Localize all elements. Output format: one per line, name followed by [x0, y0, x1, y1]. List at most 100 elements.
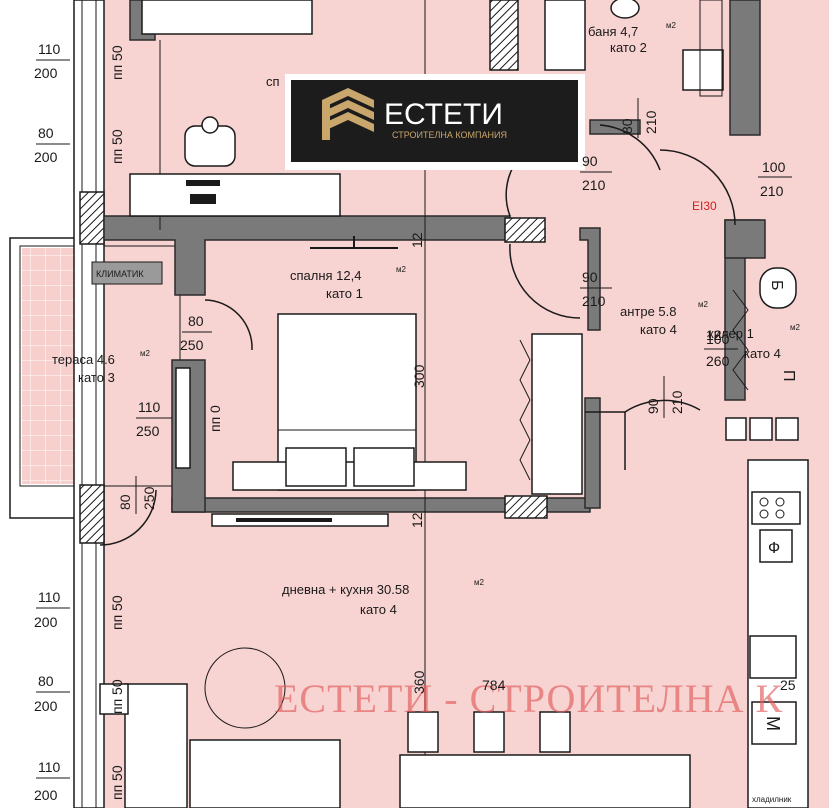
window-2-dims: 80 200 пп 50	[34, 125, 125, 165]
svg-text:110: 110	[138, 399, 161, 415]
bathroom-cabinet	[699, 0, 723, 97]
climatic-label: КЛИМАТИК	[96, 269, 144, 279]
storage-level: като 4	[744, 346, 781, 361]
bathroom-level: като 2	[610, 40, 647, 55]
washer-box	[751, 701, 797, 745]
storage-name: килер 1	[708, 326, 754, 341]
kitchen-length: 784	[482, 677, 506, 693]
storage-zigzag	[732, 289, 749, 391]
kitchen-note: хладилник	[752, 795, 792, 804]
svg-text:200: 200	[34, 698, 58, 714]
bedroom-shelf-inner	[236, 518, 332, 522]
window-5-dims: 80 200 пп 50	[34, 673, 125, 714]
bedroom-depth: 300	[411, 364, 427, 388]
bedroom-level: като 1	[326, 286, 363, 301]
sofa	[124, 683, 188, 808]
wall-12-bottom: 12	[409, 512, 425, 528]
svg-text:пп 50: пп 50	[109, 129, 125, 164]
logo-name: ЕСТЕТИ	[384, 98, 503, 131]
left-wall-column-1	[79, 191, 105, 245]
bed-headboard	[232, 461, 467, 491]
logo-tagline: СТРОИТЕЛНА КОМПАНИЯ	[392, 130, 507, 140]
hall-shelf-3	[775, 417, 799, 441]
svg-text:250: 250	[136, 423, 160, 439]
door-terrace-dims: 80 250	[180, 313, 212, 353]
window-3-dims: 110 250 пп 0	[136, 399, 223, 439]
upper-column	[489, 0, 519, 71]
fire-rating-label: EI30	[692, 199, 717, 213]
svg-text:210: 210	[643, 110, 659, 134]
svg-text:200: 200	[34, 614, 58, 630]
living-depth: 360	[411, 670, 427, 694]
svg-text:80: 80	[38, 673, 54, 689]
top-cut-label: сп	[266, 74, 280, 89]
gas-box	[759, 267, 797, 309]
pillow-right	[353, 447, 415, 487]
hatch-label: П	[780, 370, 797, 382]
gas-symbol: Б	[768, 280, 785, 291]
living-name: дневна + кухня 30.58	[282, 582, 409, 597]
door-terrace-lower-dims: 80 250	[117, 476, 157, 514]
door-bedroom-dims: 90 210	[580, 269, 612, 309]
keyboard	[190, 194, 216, 204]
bathroom-name: баня 4,7	[588, 24, 638, 39]
svg-text:80: 80	[38, 125, 54, 141]
terrace-level: като 3	[78, 370, 115, 385]
door-bedroom-top-dims: 90 210	[580, 153, 612, 193]
terrace-unit: м2	[140, 349, 151, 358]
right-bedroom-wall	[579, 227, 601, 331]
terrace-name: тераса 4.6	[52, 352, 115, 367]
hall-shelf-2	[749, 417, 773, 441]
corner-dim: 25	[780, 677, 796, 693]
ceiling-lamp-icon	[310, 236, 398, 249]
entrance-level: като 4	[640, 322, 677, 337]
door-storage-dims: 100 260	[704, 331, 738, 369]
svg-text:пп 50: пп 50	[109, 765, 125, 800]
dining-chair-1	[407, 711, 439, 753]
svg-text:210: 210	[669, 390, 685, 414]
sofa-back	[189, 739, 341, 808]
dining-chair-3	[539, 711, 571, 753]
bathtub	[544, 0, 586, 71]
living-unit: м2	[474, 578, 485, 587]
wall-12-right: 12	[706, 327, 722, 343]
door-living-dims: 90 210	[645, 376, 685, 418]
climatic-box	[91, 261, 163, 285]
svg-text:210: 210	[582, 177, 606, 193]
toilet	[610, 0, 640, 19]
desk	[129, 173, 341, 217]
bedroom-unit: м2	[396, 265, 407, 274]
wash-symbol: M	[763, 716, 783, 731]
door-bathroom-dims: 80 210	[619, 98, 659, 138]
svg-text:100: 100	[706, 331, 730, 347]
svg-text:210: 210	[760, 183, 784, 199]
socket-symbol: Ф	[768, 540, 780, 557]
svg-text:90: 90	[645, 398, 661, 414]
svg-text:210: 210	[582, 293, 606, 309]
left-exterior-wall	[73, 0, 105, 808]
office-chair	[184, 116, 236, 167]
svg-text:80: 80	[188, 313, 204, 329]
hall-divider	[584, 397, 601, 509]
entrance-unit: м2	[698, 300, 709, 309]
svg-text:250: 250	[141, 486, 157, 510]
svg-text:100: 100	[762, 159, 786, 175]
dining-table-lamp	[204, 647, 286, 729]
storage-unit: м2	[790, 323, 801, 332]
kitchen-sink	[749, 635, 797, 679]
window-1-dims: 110 200 пп 50	[34, 41, 125, 81]
wardrobe-zigzag	[519, 339, 531, 481]
window-4-dims: 110 200 пп 50	[34, 589, 125, 630]
svg-text:пп 50: пп 50	[109, 45, 125, 80]
stove-icon	[751, 491, 801, 525]
bedroom-name: спалня 12,4	[290, 268, 362, 283]
watermark-text: ЕСТЕТИ - СТРОИТЕЛНА К	[274, 676, 783, 721]
svg-text:200: 200	[34, 787, 58, 803]
bathroom-lower-wall	[589, 119, 641, 135]
svg-text:110: 110	[38, 589, 61, 605]
monitor	[186, 180, 220, 186]
svg-text:260: 260	[706, 353, 730, 369]
bedroom-top-column	[504, 217, 546, 243]
dining-chair-2	[473, 711, 505, 753]
